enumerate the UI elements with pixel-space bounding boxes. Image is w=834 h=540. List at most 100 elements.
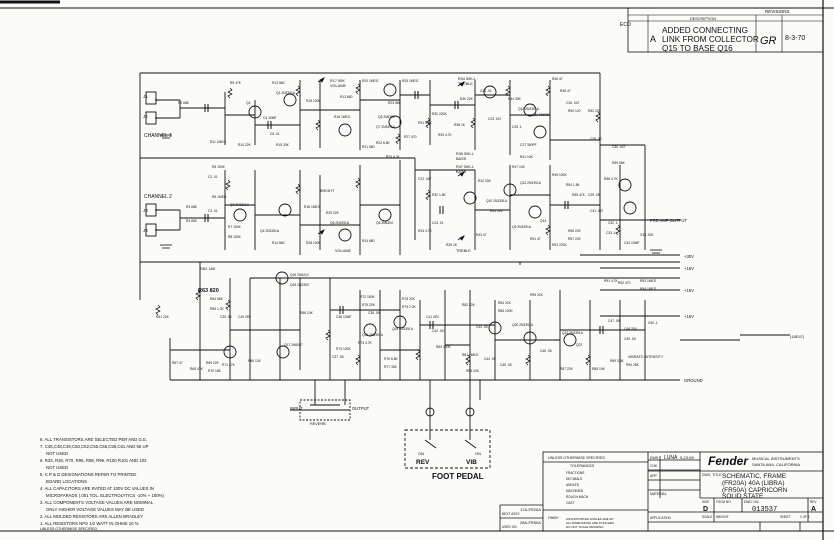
part-label: R86 10K bbox=[300, 311, 314, 315]
part-label: Q19 2N3391A bbox=[362, 333, 384, 337]
part-label: C42 .05 bbox=[432, 329, 444, 333]
tb-size: D bbox=[703, 506, 708, 513]
part-label: R84 22K bbox=[498, 301, 512, 305]
part-label: C24 .01 bbox=[432, 221, 444, 225]
part-label: R64 56K bbox=[210, 297, 224, 301]
schematic-wiring bbox=[139, 72, 790, 425]
part-label: Q12 2N3391A bbox=[520, 181, 542, 185]
part-label: C47 .05 bbox=[608, 319, 620, 323]
tb-app: APP bbox=[650, 474, 658, 478]
channel-2-label: CHANNEL 2 bbox=[144, 194, 172, 200]
pedal-rev: REV bbox=[416, 459, 430, 466]
jack-j1: J1 bbox=[143, 94, 148, 99]
part-label: C49 .05 bbox=[624, 337, 636, 341]
part-label: C50 .1 bbox=[648, 321, 658, 325]
part-label: R81 1MEG bbox=[462, 353, 479, 357]
part-label: R28 100K bbox=[306, 241, 321, 245]
part-label: R65 1.2K bbox=[210, 307, 225, 311]
part-label: C28 .05 bbox=[590, 137, 602, 141]
label-volume-2: VOLUME bbox=[335, 249, 352, 253]
jack-j2: J2 bbox=[143, 114, 148, 119]
part-label: R77 33K bbox=[384, 365, 398, 369]
part-label: C30 .047 bbox=[612, 145, 626, 149]
pedal-vib: VIB bbox=[466, 459, 477, 466]
foot-pedal-title: FOOT PEDAL bbox=[432, 472, 484, 481]
ground-label: GROUND bbox=[684, 378, 703, 383]
tb-rough-mach: ROUGH MACH bbox=[566, 495, 589, 499]
part-label: R44 33K bbox=[508, 97, 522, 101]
part-label: R41 10K bbox=[520, 155, 534, 159]
part-label: R75 22K bbox=[362, 303, 376, 307]
part-label: Q5 2N5394 bbox=[378, 115, 395, 119]
tb-unless: UNLESS OTHERWISE SPECIFIED bbox=[548, 456, 605, 460]
part-label: R18 1MEG bbox=[304, 205, 321, 209]
part-label: C27 350PF bbox=[520, 143, 537, 147]
note-line: 1. ALL RESISTORS NPS 1/2 WATT IN OHMS 10… bbox=[40, 521, 139, 526]
tb-title-line-1: SCHEMATIC, FRAME bbox=[722, 473, 787, 480]
part-label: R76 6.8K bbox=[384, 357, 399, 361]
pedal-on-1: ON bbox=[418, 451, 424, 456]
part-label: R83 10K bbox=[466, 369, 480, 373]
part-label: R68 47K bbox=[190, 367, 204, 371]
channel-1-label: CHANNEL 1 bbox=[144, 133, 172, 139]
capacitor-marks bbox=[204, 91, 604, 334]
note-line: ONLY HIGHER VOLTAGE VALUES MAY BE USED bbox=[46, 507, 144, 512]
part-label: R71 47K bbox=[222, 363, 236, 367]
part-label: C29 .05 bbox=[588, 193, 600, 197]
part-label: Q14 bbox=[540, 219, 546, 223]
part-label: Q6 2N3391A bbox=[330, 221, 350, 225]
tb-rev: A bbox=[811, 506, 816, 513]
note-line: UNLESS OTHERWISE SPECIFIED bbox=[40, 527, 97, 531]
part-label: R74 100K bbox=[336, 347, 351, 351]
part-label: C22 .047 bbox=[418, 177, 432, 181]
input-label: INPUT bbox=[290, 406, 303, 411]
tb-finish: FINISH bbox=[548, 516, 559, 520]
part-label: C44 .05 bbox=[484, 357, 496, 361]
note-line: BOARD LOCATIONS bbox=[46, 479, 87, 484]
notes-block: 8. ALL TRANSISTORS ARE SELECTED PER AND … bbox=[40, 437, 164, 531]
label-treble: TREBLE bbox=[458, 82, 473, 86]
part-label: C46 .05 bbox=[540, 349, 552, 353]
note-line: 8. ALL TRANSISTORS ARE SELECTED PER AND … bbox=[40, 437, 147, 442]
tb-title-line-4: SOLID STATE bbox=[722, 493, 764, 500]
part-label: R93 1MEG bbox=[640, 279, 657, 283]
revision-initials: GR bbox=[760, 35, 777, 47]
tb-used-on: USED ON bbox=[502, 525, 517, 529]
part-label: Q21 2N3391A bbox=[562, 331, 584, 335]
part-label: R21 680 bbox=[362, 145, 375, 149]
part-label: C34 10MF bbox=[624, 241, 639, 245]
part-label: R38 1K bbox=[454, 123, 466, 127]
part-label: R15 33K bbox=[276, 143, 290, 147]
transistors bbox=[223, 83, 637, 359]
ref-tag: (18E47) bbox=[790, 334, 805, 339]
revisions-header: REVISIONS bbox=[765, 9, 790, 14]
part-label: C5 .01 bbox=[270, 132, 280, 136]
part-label: C3 .01 bbox=[208, 209, 218, 213]
part-label: C35 .002 bbox=[640, 233, 654, 237]
reverb-connection bbox=[290, 399, 351, 421]
part-labels-low: R62 18K R63 820 R61 22K Q16 2N5212 Q15 2… bbox=[156, 266, 658, 373]
tb-cast: CAST bbox=[566, 501, 575, 505]
part-label: R20 1MEG bbox=[362, 79, 379, 83]
note-line: 2. ALL MOLDED RESISTORS ARE ALLEN BRADLE… bbox=[40, 514, 143, 519]
foot-pedal-box bbox=[404, 407, 491, 469]
tb-fscm: FSCM NO. bbox=[716, 500, 732, 504]
part-label: R40 22K bbox=[460, 97, 474, 101]
revision-date: 8-3-70 bbox=[785, 35, 805, 42]
tb-application: APPLICATION bbox=[650, 516, 672, 520]
part-label: C31 .047 bbox=[590, 209, 604, 213]
part-label: R2 68K bbox=[178, 101, 190, 105]
tb-do-not-scale: DO NOT SCALE DRAWING bbox=[566, 525, 604, 529]
part-label: R5 100K bbox=[212, 165, 226, 169]
part-label: R46 47 bbox=[552, 77, 563, 81]
input-jacks bbox=[145, 91, 157, 237]
part-label: Q17 2N5087 bbox=[284, 343, 303, 347]
tb-model-a: 17A-FR20A bbox=[520, 507, 541, 512]
tb-date: 9-23-69 bbox=[680, 455, 695, 460]
part-label: C48 25V bbox=[624, 327, 638, 331]
tb-machined: MACHINED bbox=[566, 489, 584, 493]
part-label: C40 25V bbox=[238, 315, 252, 319]
part-label: R39 1K bbox=[446, 243, 458, 247]
part-label: R29 22K bbox=[326, 211, 340, 215]
